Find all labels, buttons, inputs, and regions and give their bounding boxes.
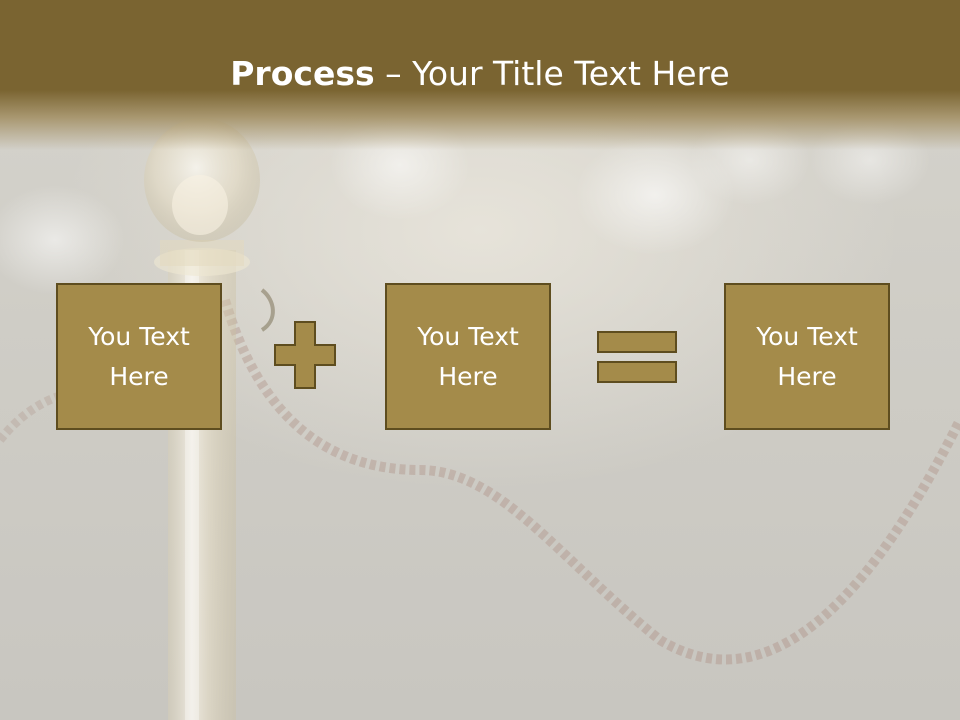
rope xyxy=(220,298,960,665)
equals-icon xyxy=(597,331,677,383)
process-box-3[interactable]: You Text Here xyxy=(724,283,890,430)
title-rest: – Your Title Text Here xyxy=(374,54,730,93)
process-box-2[interactable]: You Text Here xyxy=(385,283,551,430)
process-box-3-label: You Text Here xyxy=(756,321,858,391)
slide-title: Process – Your Title Text Here xyxy=(0,52,960,96)
process-box-1-label: You Text Here xyxy=(88,321,190,391)
header-band xyxy=(0,0,960,150)
process-box-2-label: You Text Here xyxy=(417,321,519,391)
process-box-1[interactable]: You Text Here xyxy=(56,283,222,430)
title-bold: Process xyxy=(230,54,375,93)
plus-icon xyxy=(274,321,336,389)
